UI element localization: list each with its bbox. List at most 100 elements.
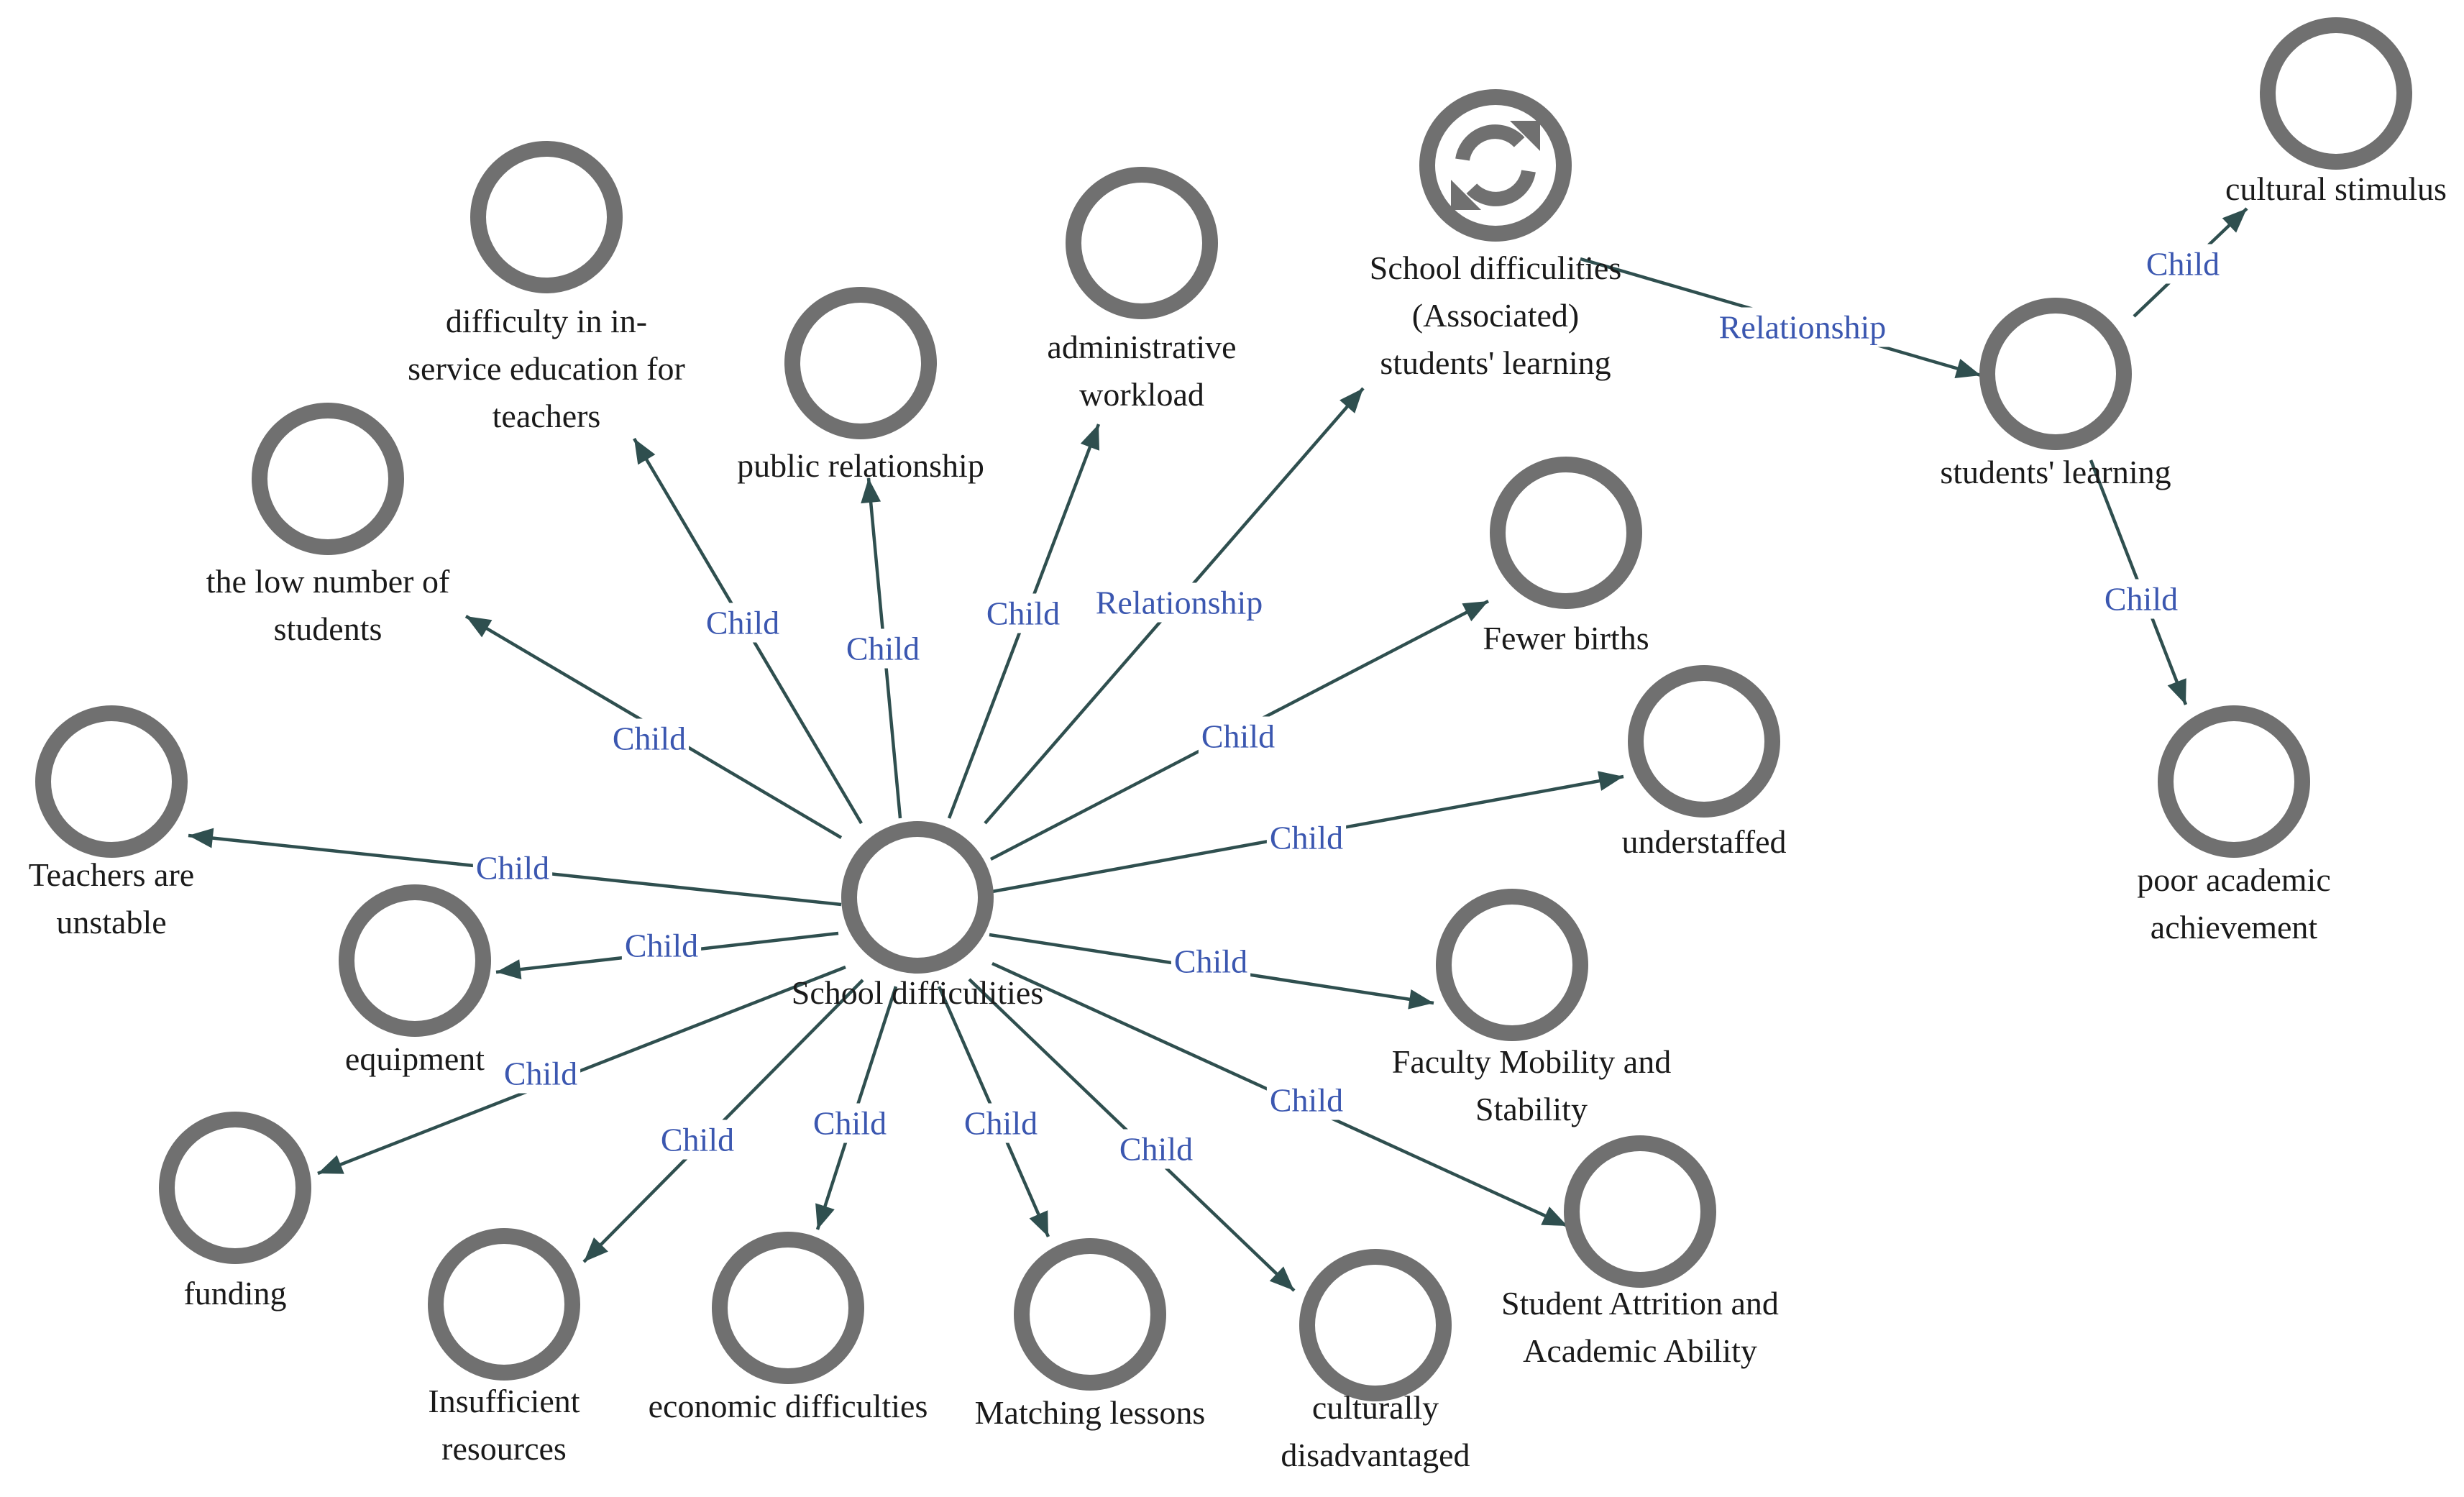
circle-node-icon[interactable]: [339, 884, 491, 1037]
circle-node-icon[interactable]: [1436, 889, 1588, 1041]
edge-school-to-teachers: Child: [188, 828, 842, 907]
edge-label: Child: [1119, 1131, 1193, 1168]
edge-label: Relationship: [1719, 309, 1887, 346]
arrowhead-icon: [466, 616, 493, 638]
refresh-icon[interactable]: [1419, 89, 1572, 242]
node-economic[interactable]: economic difficulties: [649, 1232, 928, 1424]
circle-node-icon[interactable]: [1299, 1249, 1452, 1401]
node-fewer[interactable]: Fewer births: [1483, 457, 1649, 656]
node-equipment[interactable]: equipment: [339, 884, 491, 1077]
arrowhead-icon: [1954, 359, 1981, 378]
node-label: public relationship: [737, 447, 984, 484]
edge-school-to-understaffed: Child: [991, 771, 1624, 894]
circle-node-icon[interactable]: [1066, 167, 1218, 319]
edge-label: Child: [986, 595, 1060, 632]
arrowhead-icon: [861, 478, 881, 504]
circle-node-icon[interactable]: [35, 705, 188, 858]
node-label: difficulty in in-: [446, 303, 647, 339]
node-stimulus[interactable]: cultural stimulus: [2225, 17, 2447, 207]
node-label: School difficulities: [1370, 249, 1622, 286]
node-label: students: [274, 610, 383, 647]
node-label: Fewer births: [1483, 620, 1649, 656]
edge-label-background: [843, 628, 923, 669]
refresh-arrowhead-top: [1510, 121, 1540, 151]
node-matching[interactable]: Matching lessons: [975, 1238, 1206, 1431]
edge-school-to-attrition: Child: [991, 961, 1568, 1228]
edge-label-background: [983, 593, 1063, 633]
circle-node-icon[interactable]: [2158, 705, 2310, 858]
refresh-arrowhead-bottom: [1451, 180, 1481, 210]
circle-node-icon[interactable]: [1014, 1238, 1166, 1391]
edge-label: Child: [476, 850, 549, 887]
node-label: Matching lessons: [975, 1394, 1206, 1431]
node-inservice[interactable]: difficulty in in-service education forte…: [408, 141, 685, 434]
node-funding[interactable]: funding: [159, 1112, 311, 1311]
circle-node-icon[interactable]: [841, 821, 994, 974]
arrowhead-icon: [318, 1155, 344, 1174]
edge-learning-to-stimulus: Child: [2133, 207, 2248, 318]
edge-label-background: [702, 603, 783, 643]
edge-label: Child: [1174, 943, 1247, 980]
circle-node-icon[interactable]: [784, 287, 937, 439]
node-label: understaffed: [1621, 823, 1786, 860]
nodes-layer: School difficulities difficulty in in-ser…: [29, 17, 2447, 1473]
edge-school-to-assoc: Relationship: [984, 387, 1365, 825]
circle-node-icon[interactable]: [159, 1112, 311, 1264]
node-label: Teachers are: [29, 856, 194, 893]
circle-node-icon[interactable]: [1490, 457, 1642, 609]
node-label: disadvantaged: [1281, 1437, 1470, 1473]
node-label: poor academic: [2137, 861, 2330, 898]
edge-label-background: [961, 1103, 1041, 1143]
edge-school-to-economic: Child: [810, 986, 898, 1230]
node-learning[interactable]: students' learning: [1940, 298, 2171, 490]
edge-label-background: [1171, 941, 1251, 981]
edge-school-to-equipment: Child: [495, 925, 839, 980]
edge-school-to-lownumber: Child: [464, 615, 843, 839]
edge-label: Relationship: [1096, 585, 1263, 621]
node-understaffed[interactable]: understaffed: [1621, 665, 1787, 860]
edge-label-background: [500, 1053, 581, 1094]
edge-label-background: [1092, 582, 1266, 623]
circle-node-icon[interactable]: [712, 1232, 864, 1384]
node-assoc[interactable]: School difficulities(Associated)students…: [1370, 89, 1622, 381]
refresh-arc-top: [1455, 124, 1525, 162]
circle-node-icon[interactable]: [252, 403, 404, 555]
edge-label-background: [810, 1103, 890, 1143]
arrowhead-icon: [1541, 1207, 1567, 1226]
edge-label-background: [1266, 818, 1347, 858]
node-label: workload: [1079, 376, 1204, 413]
node-label: students' learning: [1940, 454, 2171, 490]
circle-node-icon[interactable]: [1564, 1135, 1716, 1288]
edge-school-to-culturally: Child: [968, 978, 1296, 1292]
arrowhead-icon: [496, 959, 522, 980]
circle-node-icon[interactable]: [470, 141, 623, 293]
edge-label-background: [621, 925, 702, 966]
arrowhead-icon: [1029, 1210, 1048, 1237]
circle-node-icon[interactable]: [2260, 17, 2412, 170]
circle-node-icon[interactable]: [1628, 665, 1780, 818]
node-school[interactable]: School difficulities: [792, 821, 1044, 1011]
node-label: School difficulities: [792, 974, 1044, 1011]
arrowhead-icon: [1339, 388, 1363, 413]
node-public[interactable]: public relationship: [737, 287, 984, 484]
arrowhead-icon: [584, 1237, 608, 1262]
arrowhead-icon: [188, 828, 214, 848]
edge-school-to-inservice: Child: [633, 437, 863, 825]
node-label: economic difficulties: [649, 1388, 928, 1424]
circle-node-icon[interactable]: [428, 1228, 580, 1381]
arrowhead-icon: [2222, 209, 2247, 233]
arrowhead-icon: [1598, 771, 1623, 791]
node-label: service education for: [408, 350, 685, 387]
circle-node-icon[interactable]: [1979, 298, 2132, 450]
node-label: resources: [441, 1430, 567, 1467]
